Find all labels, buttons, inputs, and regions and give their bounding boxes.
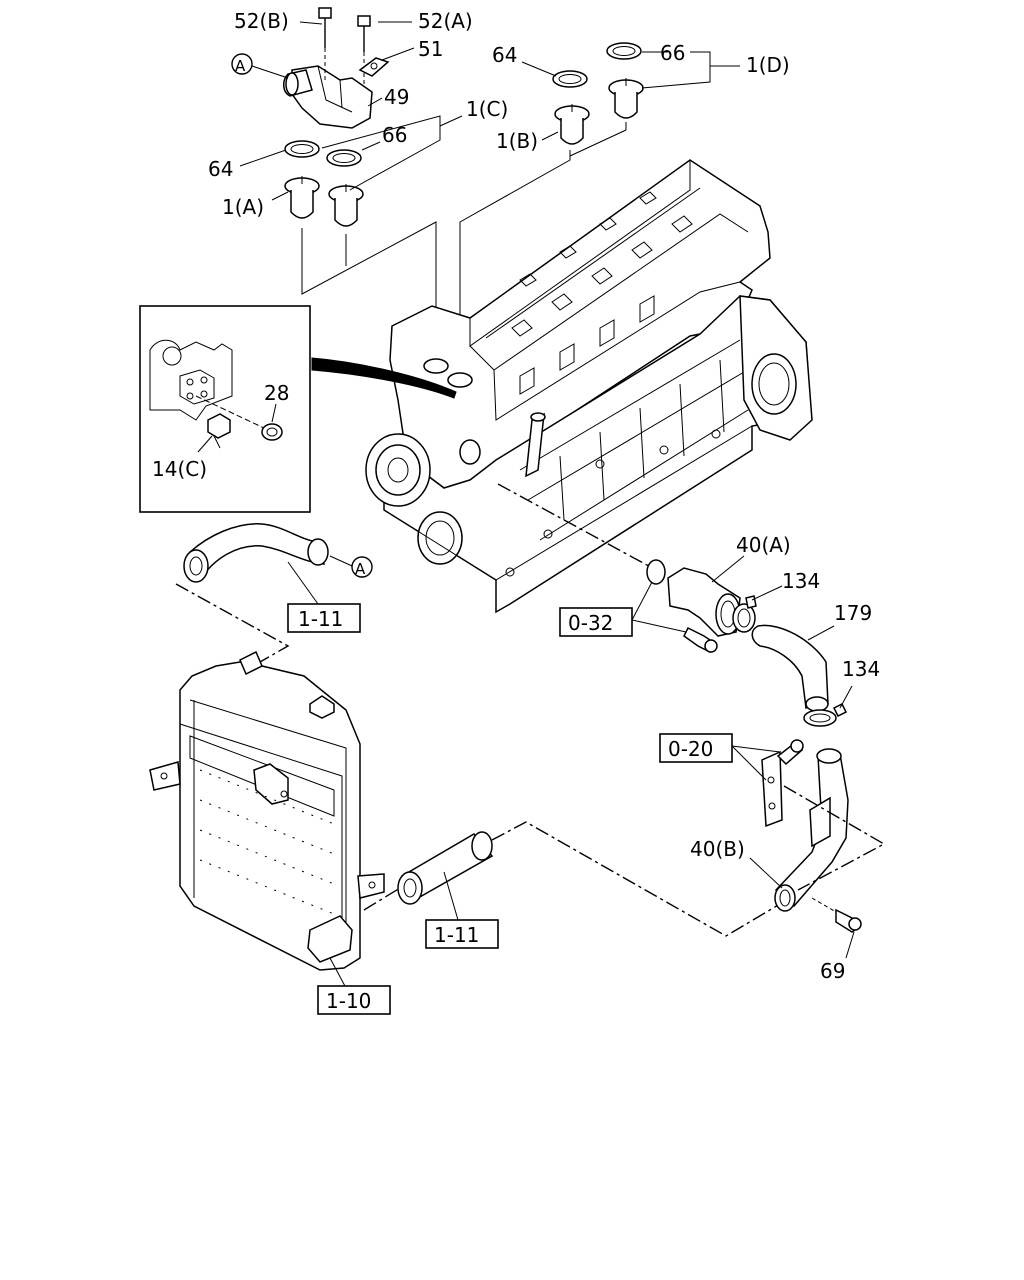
bracket-51 [358,57,390,77]
ref-box-0-20: 0-20 [659,733,781,781]
gasket-outlet [646,559,666,585]
callout-52b: 52(B) [234,9,289,33]
callout-40b: 40(B) [690,837,745,861]
bolt-69 [811,897,862,959]
callout-69: 69 [820,959,845,983]
callout-1c: 1(C) [466,97,508,121]
detail-pointer [311,357,457,399]
callout-134-lower: 134 [842,657,880,681]
callout-52a: 52(A) [418,9,473,33]
ref-box-1-11-top: 1-11 [287,603,361,633]
callout-14c: 14(C) [152,457,207,481]
engine-block [365,159,813,614]
lower-hose [397,831,494,921]
callout-66-left: 66 [382,123,407,147]
clamp-134-lower [803,685,853,727]
hose-179 [751,624,835,712]
callout-49: 49 [384,85,409,109]
callout-1a: 1(A) [222,195,264,219]
callout-66-right: 66 [660,41,685,65]
thermostat-1b [554,104,590,145]
callout-64-left: 64 [208,157,233,181]
svg-text:A: A [355,560,366,578]
gasket-66-left [326,149,362,167]
bracket-0-20 [761,739,804,828]
clamp-134-upper [732,585,783,633]
pipe-40b [774,748,849,912]
thermostat-1a [284,176,320,219]
callout-134-upper: 134 [782,569,820,593]
ref-box-1-11-bottom: 1-11 [425,919,499,949]
callout-1d: 1(D) [746,53,790,77]
callout-64-right: 64 [492,43,517,67]
svg-text:0-32: 0-32 [568,611,613,635]
detail-inset: 28 14(C) [139,305,311,513]
gasket-64-left [284,140,320,158]
ref-box-0-32: 0-32 [559,581,687,637]
svg-text:A: A [235,57,246,75]
gasket-64-right [552,70,588,88]
thermostat-1d [608,78,644,119]
callout-179: 179 [834,601,872,625]
bolt-0-32 [683,626,718,653]
ref-box-1-10: 1-10 [317,985,391,1015]
callout-28: 28 [264,381,289,405]
outlet-pipe-40a [667,555,745,637]
radiator-1-10 [149,650,385,989]
svg-text:1-10: 1-10 [326,989,371,1013]
svg-text:1-11: 1-11 [298,607,343,631]
bolt-52b [318,7,332,80]
marker-a-hose: A [329,555,373,578]
callout-1b: 1(B) [496,129,538,153]
thermostat-housing [283,65,373,129]
marker-a-top: A [231,53,289,79]
gasket-66-right [606,42,642,60]
callout-51: 51 [418,37,443,61]
callout-40a: 40(A) [736,533,791,557]
upper-hose [183,523,329,605]
svg-text:1-11: 1-11 [434,923,479,947]
thermostat-1c [328,184,364,227]
svg-text:0-20: 0-20 [668,737,713,761]
